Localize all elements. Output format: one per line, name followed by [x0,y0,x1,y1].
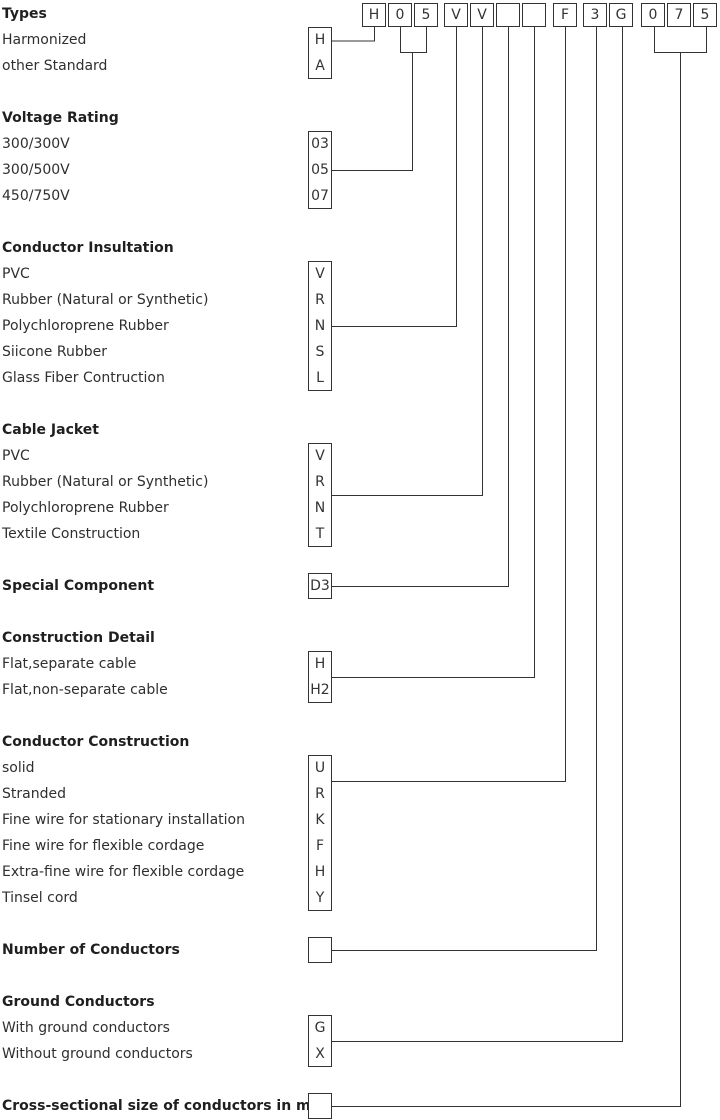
code-cell-10: G [609,3,633,27]
code-value: 05 [311,162,329,178]
connector-number-of-conductors [332,27,597,951]
connector-types [332,27,375,42]
code-value: R [315,786,325,802]
section-title: Conductor Insultation [2,240,174,256]
section-title: Special Component [2,578,155,594]
code-value: U [314,760,326,776]
option-label: Rubber (Natural or Synthetic) [2,292,209,308]
option-label: Tinsel cord [2,890,78,906]
option-label: Without ground conductors [2,1046,193,1062]
code-cell-2: 0 [388,3,412,27]
option-label: 300/500V [2,162,70,178]
section-title: Cross-sectional size of conductors in mm… [2,1096,332,1115]
code-value: D3 [310,578,330,594]
option-label: Fine wire for stationary installation [2,812,245,828]
option-label: PVC [2,448,30,464]
connector-voltage [332,52,413,171]
code-value: R [315,292,325,308]
code-box: D3 [308,573,332,599]
option-label: Fine wire for flexible cordage [2,838,205,854]
code-value: H [314,32,326,48]
option-label: other Standard [2,58,108,74]
option-label: Stranded [2,786,66,802]
code-value: T [315,526,325,542]
section-title: Number of Conductors [2,942,180,958]
code-box: H H2 [308,651,332,703]
code-value: X [315,1046,325,1062]
code-box: 03 05 07 [308,131,332,209]
code-value: F [315,838,325,854]
code-cell-5: V [470,3,494,27]
code-value: K [315,812,325,828]
section-title: Ground Conductors [2,994,155,1010]
bracket-voltage [400,27,427,53]
connector-cross-section [332,52,681,1107]
section-title: Conductor Construction [2,734,190,750]
code-value: H [314,864,326,880]
code-value: 07 [311,188,329,204]
code-cell-6 [496,3,520,27]
code-value: G [314,1020,326,1036]
option-label: Textile Construction [2,526,141,542]
option-label: With ground conductors [2,1020,170,1036]
connector-insulation [332,27,457,327]
section-title: Cable Jacket [2,422,99,438]
bracket-cross-section [654,27,707,53]
code-value: L [316,370,324,386]
option-label: Glass Fiber Contruction [2,370,165,386]
option-label: Polychloroprene Rubber [2,318,169,334]
connector-conductor-construction [332,27,566,782]
section-title: Voltage Rating [2,110,119,126]
option-label: 300/300V [2,136,70,152]
section-title: Types [2,6,47,22]
option-label: Flat,separate cable [2,656,137,672]
code-cell-8: F [553,3,577,27]
code-value: R [315,474,325,490]
connector-special [332,27,509,587]
code-cell-4: V [444,3,468,27]
code-cell-1: H [362,3,386,27]
section-title: Construction Detail [2,630,155,646]
option-label: Polychloroprene Rubber [2,500,169,516]
option-label: Rubber (Natural or Synthetic) [2,474,209,490]
code-box [308,937,332,963]
code-cell-12: 7 [667,3,691,27]
code-value: V [315,448,325,464]
code-box [308,1093,332,1119]
code-value: Y [315,890,325,906]
code-value: H [314,656,326,672]
connector-ground [332,27,623,1042]
option-label: 450/750V [2,188,70,204]
option-label: Harmonized [2,32,87,48]
connector-construction-detail [332,27,535,678]
option-label: Flat,non-separate cable [2,682,168,698]
option-label: PVC [2,266,30,282]
option-label: solid [2,760,35,776]
code-cell-13: 5 [693,3,717,27]
code-value: H2 [310,682,330,698]
code-value: S [315,344,325,360]
connector-jacket [332,27,483,496]
code-value: N [314,500,326,516]
code-value: V [315,266,325,282]
option-label: Extra-fine wire for flexible cordage [2,864,245,880]
code-cell-3: 5 [414,3,438,27]
code-value: 03 [311,136,329,152]
code-value: A [315,58,325,74]
option-label: Siicone Rubber [2,344,107,360]
code-cell-7 [522,3,546,27]
code-value: N [314,318,326,334]
code-cell-9: 3 [583,3,607,27]
code-cell-11: 0 [641,3,665,27]
